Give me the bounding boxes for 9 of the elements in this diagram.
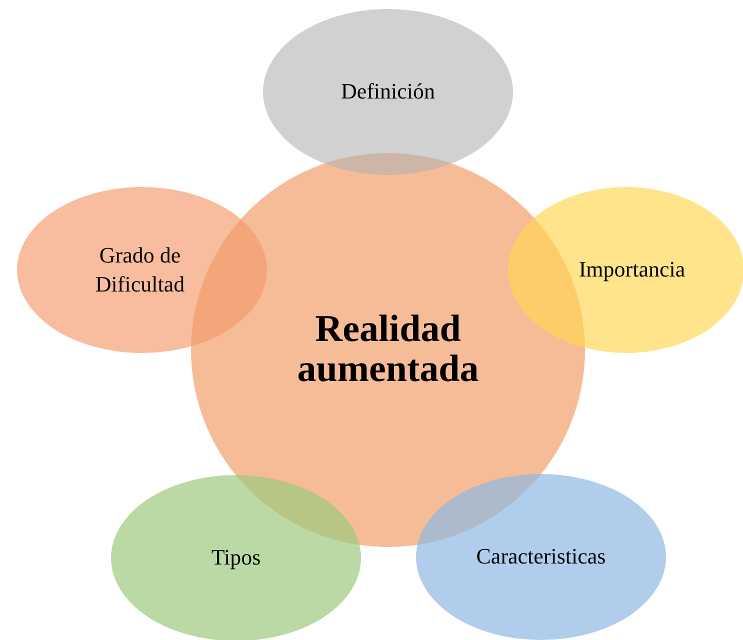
topic-label: Caracteristicas: [475, 542, 607, 571]
topic-ellipse: [263, 9, 513, 175]
topic-ellipse: [416, 474, 666, 640]
topic-label: Definición: [340, 78, 436, 106]
topic-ellipse: [17, 187, 267, 353]
topic-label: Grado de Dificultad: [94, 241, 186, 298]
topic-label: Importancia: [578, 256, 686, 284]
central-title: Realidad aumentada: [296, 310, 480, 390]
topic-label: Tipos: [210, 544, 262, 572]
